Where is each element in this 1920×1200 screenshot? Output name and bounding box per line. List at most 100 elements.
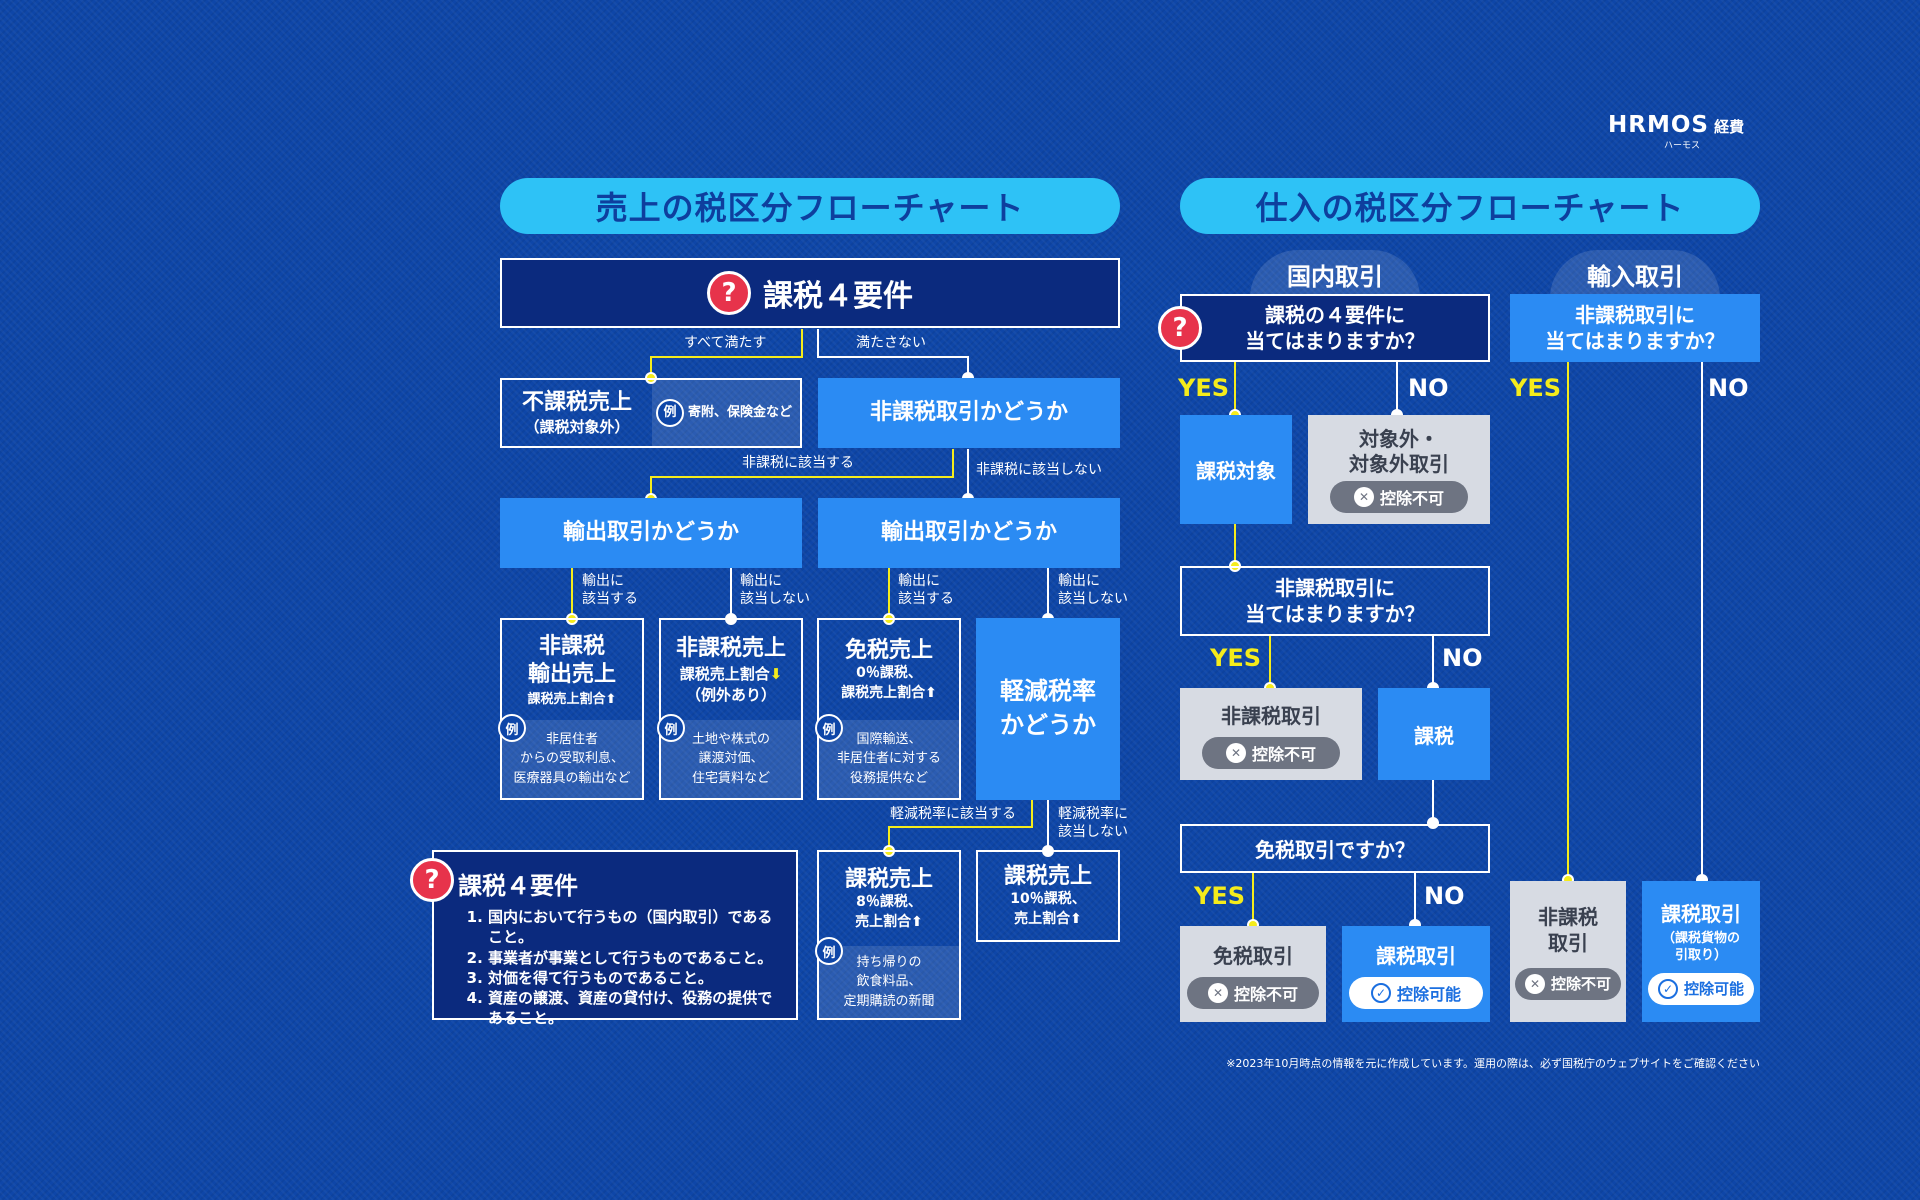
- taxable-label: 課税: [1414, 723, 1454, 748]
- non-taxable-sales-example: 寄附、保険金など: [688, 405, 793, 421]
- taxable-transaction-box: 課税取引 ✓ 控除可能: [1342, 926, 1490, 1022]
- not-deductible-badge: ✕ 控除不可: [1515, 967, 1621, 1000]
- non-taxable-sales-title: 不課税売上: [521, 389, 632, 415]
- import-exempt-question-box: 非課税取引に 当てはまりますか？: [1510, 294, 1760, 362]
- purchase-chart-title: 仕入の税区分フローチャート: [1180, 178, 1760, 234]
- tax-free-sales-box: 免税売上 0％課税、 課税売上割合⬆ 国際輸送、 非居住者に対する 役務提供など: [817, 618, 961, 800]
- reduced-yes-label: 軽減税率に該当する: [890, 806, 1016, 822]
- export-question-box-2: 輸出取引かどうか: [818, 498, 1120, 568]
- import-exempt-box: 非課税 取引 ✕ 控除不可: [1510, 881, 1626, 1022]
- non-taxable-sales-sub: （課税対象外）: [524, 418, 630, 437]
- taxable-sales-8-box: 課税売上 8％課税、 売上割合⬆ 持ち帰りの 飲食料品、 定期購読の新聞: [817, 850, 961, 1020]
- out-of-scope-box: 対象外・ 対象外取引 ✕ 控除不可: [1308, 415, 1490, 524]
- taxable-sales-10-title: 課税売上: [1003, 863, 1092, 889]
- exempt-transaction-question-box: 非課税取引に 当てはまりますか？: [1180, 566, 1490, 636]
- exempt-question-label: 非課税取引かどうか: [869, 400, 1068, 426]
- taxable-sales-8-example: 持ち帰りの 飲食料品、 定期購読の新聞: [819, 946, 959, 1018]
- reduced-no-label: 軽減税率に 該当しない: [1058, 806, 1128, 841]
- deductible-label: 控除可能: [1396, 984, 1461, 1004]
- question-icon: ?: [410, 858, 454, 902]
- no-label: NO: [1424, 882, 1465, 910]
- footnote: ※2023年10月時点の情報を元に作成しています。運用の際は、必ず国税庁のウェブ…: [1226, 1057, 1760, 1070]
- import-label: 輸入取引: [1587, 262, 1683, 291]
- taxable-target-label: 課税対象: [1196, 459, 1276, 483]
- taxable-transaction-label: 課税取引: [1376, 943, 1456, 968]
- taxable-sales-8-title: 課税売上: [844, 866, 933, 892]
- exempt-sales-box: 非課税売上 課税売上割合⬇ （例外あり） 土地や株式の 譲渡対価、 住宅賃料など: [659, 618, 803, 800]
- x-circle-icon: ✕: [1353, 486, 1374, 507]
- no-label: NO: [1708, 374, 1749, 402]
- reduced-rate-question-box: 軽減税率 かどうか: [976, 618, 1120, 800]
- example-mark: 例: [498, 714, 526, 742]
- not-deductible-badge: ✕ 控除不可: [1187, 976, 1319, 1009]
- export-question-label-1: 輸出取引かどうか: [562, 520, 739, 546]
- deductible-label: 控除可能: [1683, 980, 1744, 999]
- arrow-up-icon: ⬆: [911, 913, 923, 930]
- not-deductible-badge: ✕ 控除不可: [1202, 736, 1340, 769]
- exempt-yes-label: 非課税に該当する: [742, 455, 854, 471]
- requirements-title: 課税４要件: [458, 872, 578, 900]
- import-taxable-sub: （課税貨物の 引取り）: [1661, 931, 1740, 963]
- exempt-export-sales-sub: 課税売上割合: [527, 692, 606, 707]
- exempt-transaction-label: 非課税取引: [1221, 703, 1321, 728]
- example-mark: 例: [657, 714, 685, 742]
- exempt-transaction-question-label: 非課税取引に 当てはまりますか？: [1245, 576, 1425, 626]
- example-mark: 例: [815, 937, 843, 965]
- not-deductible-label: 控除不可: [1550, 975, 1611, 993]
- exempt-no-label: 非課税に該当しない: [976, 462, 1102, 478]
- exempt-sales-sub2: （例外あり）: [685, 685, 776, 704]
- taxable-target-box: 課税対象: [1180, 415, 1292, 524]
- tax-free-sales-title: 免税売上: [844, 637, 933, 663]
- taxable-requirements-box: ? 課税４要件: [500, 258, 1120, 328]
- taxable-requirements-label: 課税４要件: [763, 279, 913, 314]
- requirements-list: 国内において行うもの（国内取引）であること。 事業者が事業として行うものであるこ…: [458, 907, 786, 1029]
- exempt-export-sales-example: 非居住者 からの受取利息、 医療器具の輸出など: [502, 720, 642, 798]
- requirement-item: 国内において行うもの（国内取引）であること。: [488, 907, 786, 948]
- reduced-rate-question-label: 軽減税率 かどうか: [1000, 677, 1096, 739]
- arrow-up-icon: ⬆: [925, 684, 937, 701]
- requirement-item: 対価を得て行うものであること。: [488, 968, 786, 988]
- tax-free-sales-example: 国際輸送、 非居住者に対する 役務提供など: [819, 720, 959, 798]
- requirement-item: 資産の譲渡、資産の貸付け、役務の提供であること。: [488, 988, 786, 1029]
- no-label: NO: [1442, 644, 1483, 672]
- taxable-sales-8-sub: 8％課税、 売上割合: [855, 894, 922, 930]
- requirement-item: 事業者が事業として行うものであること。: [488, 948, 786, 968]
- deductible-badge: ✓ 控除可能: [1648, 972, 1754, 1005]
- export-no-label-1: 輸出に 該当しない: [740, 573, 810, 608]
- import-taxable-label: 課税取引: [1661, 902, 1741, 927]
- no-label: NO: [1408, 374, 1449, 402]
- import-taxable-box: 課税取引 （課税貨物の 引取り） ✓ 控除可能: [1642, 881, 1760, 1022]
- requirements-question-label: 課税の４要件に 当てはまりますか？: [1245, 303, 1425, 353]
- check-circle-icon: ✓: [1370, 982, 1391, 1003]
- taxable-sales-10-sub: 10％課税、 売上割合: [1010, 891, 1086, 927]
- tax-free-sales-sub: 0％課税、 課税売上割合: [841, 665, 926, 701]
- exempt-sales-title: 非課税売上: [675, 636, 786, 662]
- logo-kana: ハーモス: [1663, 141, 1700, 151]
- logo-suffix: 経費: [1714, 118, 1745, 136]
- brand-logo: HRMOS 経費 ハーモス: [1608, 112, 1762, 151]
- arrow-up-icon: ⬆: [1070, 910, 1082, 927]
- requirements-question-box: 課税の４要件に 当てはまりますか？: [1180, 294, 1490, 362]
- question-icon: ?: [707, 271, 751, 315]
- export-question-box-1: 輸出取引かどうか: [500, 498, 802, 568]
- example-mark: 例: [815, 714, 843, 742]
- import-exempt-question-label: 非課税取引に 当てはまりますか？: [1545, 303, 1725, 353]
- domestic-tab: 国内取引: [1250, 250, 1420, 298]
- sales-chart-title: 売上の税区分フローチャート: [500, 178, 1120, 234]
- requirements-panel: 課税４要件 国内において行うもの（国内取引）であること。 事業者が事業として行う…: [432, 850, 798, 1027]
- logo-brand: HRMOS: [1608, 112, 1709, 138]
- not-deductible-label: 控除不可: [1251, 744, 1316, 764]
- non-taxable-sales-box: 不課税売上 （課税対象外） 例 寄附、保険金など: [500, 378, 802, 448]
- export-no-label-2: 輸出に 該当しない: [1058, 573, 1128, 608]
- not-deductible-badge: ✕ 控除不可: [1330, 480, 1468, 513]
- yes-label: YES: [1178, 374, 1230, 402]
- exempt-export-sales-box: 非課税 輸出売上 課税売上割合⬆ 非居住者 からの受取利息、 医療器具の輸出など: [500, 618, 644, 800]
- tax-free-transaction-box: 免税取引 ✕ 控除不可: [1180, 926, 1326, 1022]
- import-tab: 輸入取引: [1550, 250, 1720, 298]
- domestic-label: 国内取引: [1287, 262, 1383, 291]
- taxable-sales-10-box: 課税売上 10％課税、 売上割合⬆: [976, 850, 1120, 942]
- exempt-question-box: 非課税取引かどうか: [818, 378, 1120, 448]
- exempt-export-sales-title: 非課税 輸出売上: [527, 634, 616, 687]
- yes-label: YES: [1194, 882, 1246, 910]
